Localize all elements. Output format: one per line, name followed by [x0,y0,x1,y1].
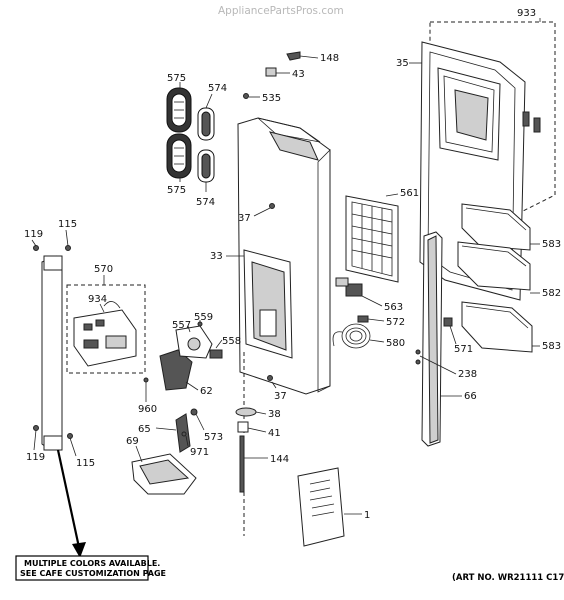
label-43: 43 [292,69,305,80]
label-144: 144 [270,454,289,465]
label-575-upper: 575 [167,73,186,84]
label-570: 570 [94,264,113,275]
door-bin-lower-part [461,301,540,353]
label-971: 971 [190,447,209,458]
label-960: 960 [138,404,157,415]
nozzle-41-part [237,421,267,433]
lever-65-part [155,408,205,453]
label-1: 1 [364,510,370,521]
mullion-strip-part [421,231,462,447]
trim-574-upper-part [197,93,215,141]
switch-563-part [335,277,383,307]
trim-575-lower-part [166,133,192,182]
door-panel-33-part [226,117,331,395]
label-583-upper: 583 [542,239,561,250]
label-37-lower: 37 [274,391,287,402]
nozzle-38-part [235,407,267,417]
label-934: 934 [88,294,107,305]
label-66: 66 [464,391,477,402]
screw-37-lower-part [267,375,277,389]
label-933: 933 [517,8,536,19]
note-arrow [56,449,86,558]
door-bin-upper-part [461,203,540,251]
label-238: 238 [458,369,477,380]
label-115-lower: 115 [76,458,95,469]
label-574-lower: 574 [196,197,215,208]
label-148: 148 [320,53,339,64]
label-35: 35 [396,58,409,69]
manual-1-part [297,467,362,547]
label-41: 41 [268,428,281,439]
trim-574-lower-part [197,149,215,192]
label-65: 65 [138,424,151,435]
label-563: 563 [384,302,403,313]
tube-144-part [239,435,268,493]
dispenser-mechanism-part [143,320,223,402]
harness-580-part [332,323,385,349]
label-559: 559 [194,312,213,323]
cap-43-part [265,67,290,77]
label-572: 572 [386,317,405,328]
label-574-upper: 574 [208,83,227,94]
screw-37-upper-part [253,203,275,217]
art-number: (ART NO. WR21111 C17 [452,573,564,583]
door-bin-middle-part [457,241,540,294]
label-582: 582 [542,288,561,299]
control-board-box-570 [66,275,146,374]
label-558: 558 [222,336,241,347]
label-119-upper: 119 [24,229,43,240]
screw-535-part [243,93,260,99]
screw-238-part [415,349,457,375]
connector-572-part [357,315,385,323]
note-line-2: SEE CAFE CUSTOMIZATION PAGE [20,569,166,578]
label-62: 62 [200,386,213,397]
label-561: 561 [400,188,419,199]
bracket-148-part [286,51,319,61]
note-line-1: MULTIPLE COLORS AVAILABLE. [24,559,160,568]
label-583-lower: 583 [542,341,561,352]
label-557: 557 [172,320,191,331]
watermark-text: AppliancePartsPros.com [218,5,344,17]
label-37-upper: 37 [238,213,251,224]
handle-part [31,229,77,457]
clip-571-part [443,317,457,345]
label-69: 69 [126,436,139,447]
customization-note-box: MULTIPLE COLORS AVAILABLE. SEE CAFE CUST… [15,555,166,581]
trim-575-upper-part [166,82,192,133]
label-571: 571 [454,344,473,355]
label-580: 580 [386,338,405,349]
label-119-lower: 119 [26,452,45,463]
heater-grid-561-part [345,193,399,283]
label-33: 33 [210,251,223,262]
drip-tray-69-part [131,445,197,495]
label-115-upper: 115 [58,219,77,230]
label-38: 38 [268,409,281,420]
label-575-lower: 575 [167,185,186,196]
label-535: 535 [262,93,281,104]
label-573: 573 [204,432,223,443]
